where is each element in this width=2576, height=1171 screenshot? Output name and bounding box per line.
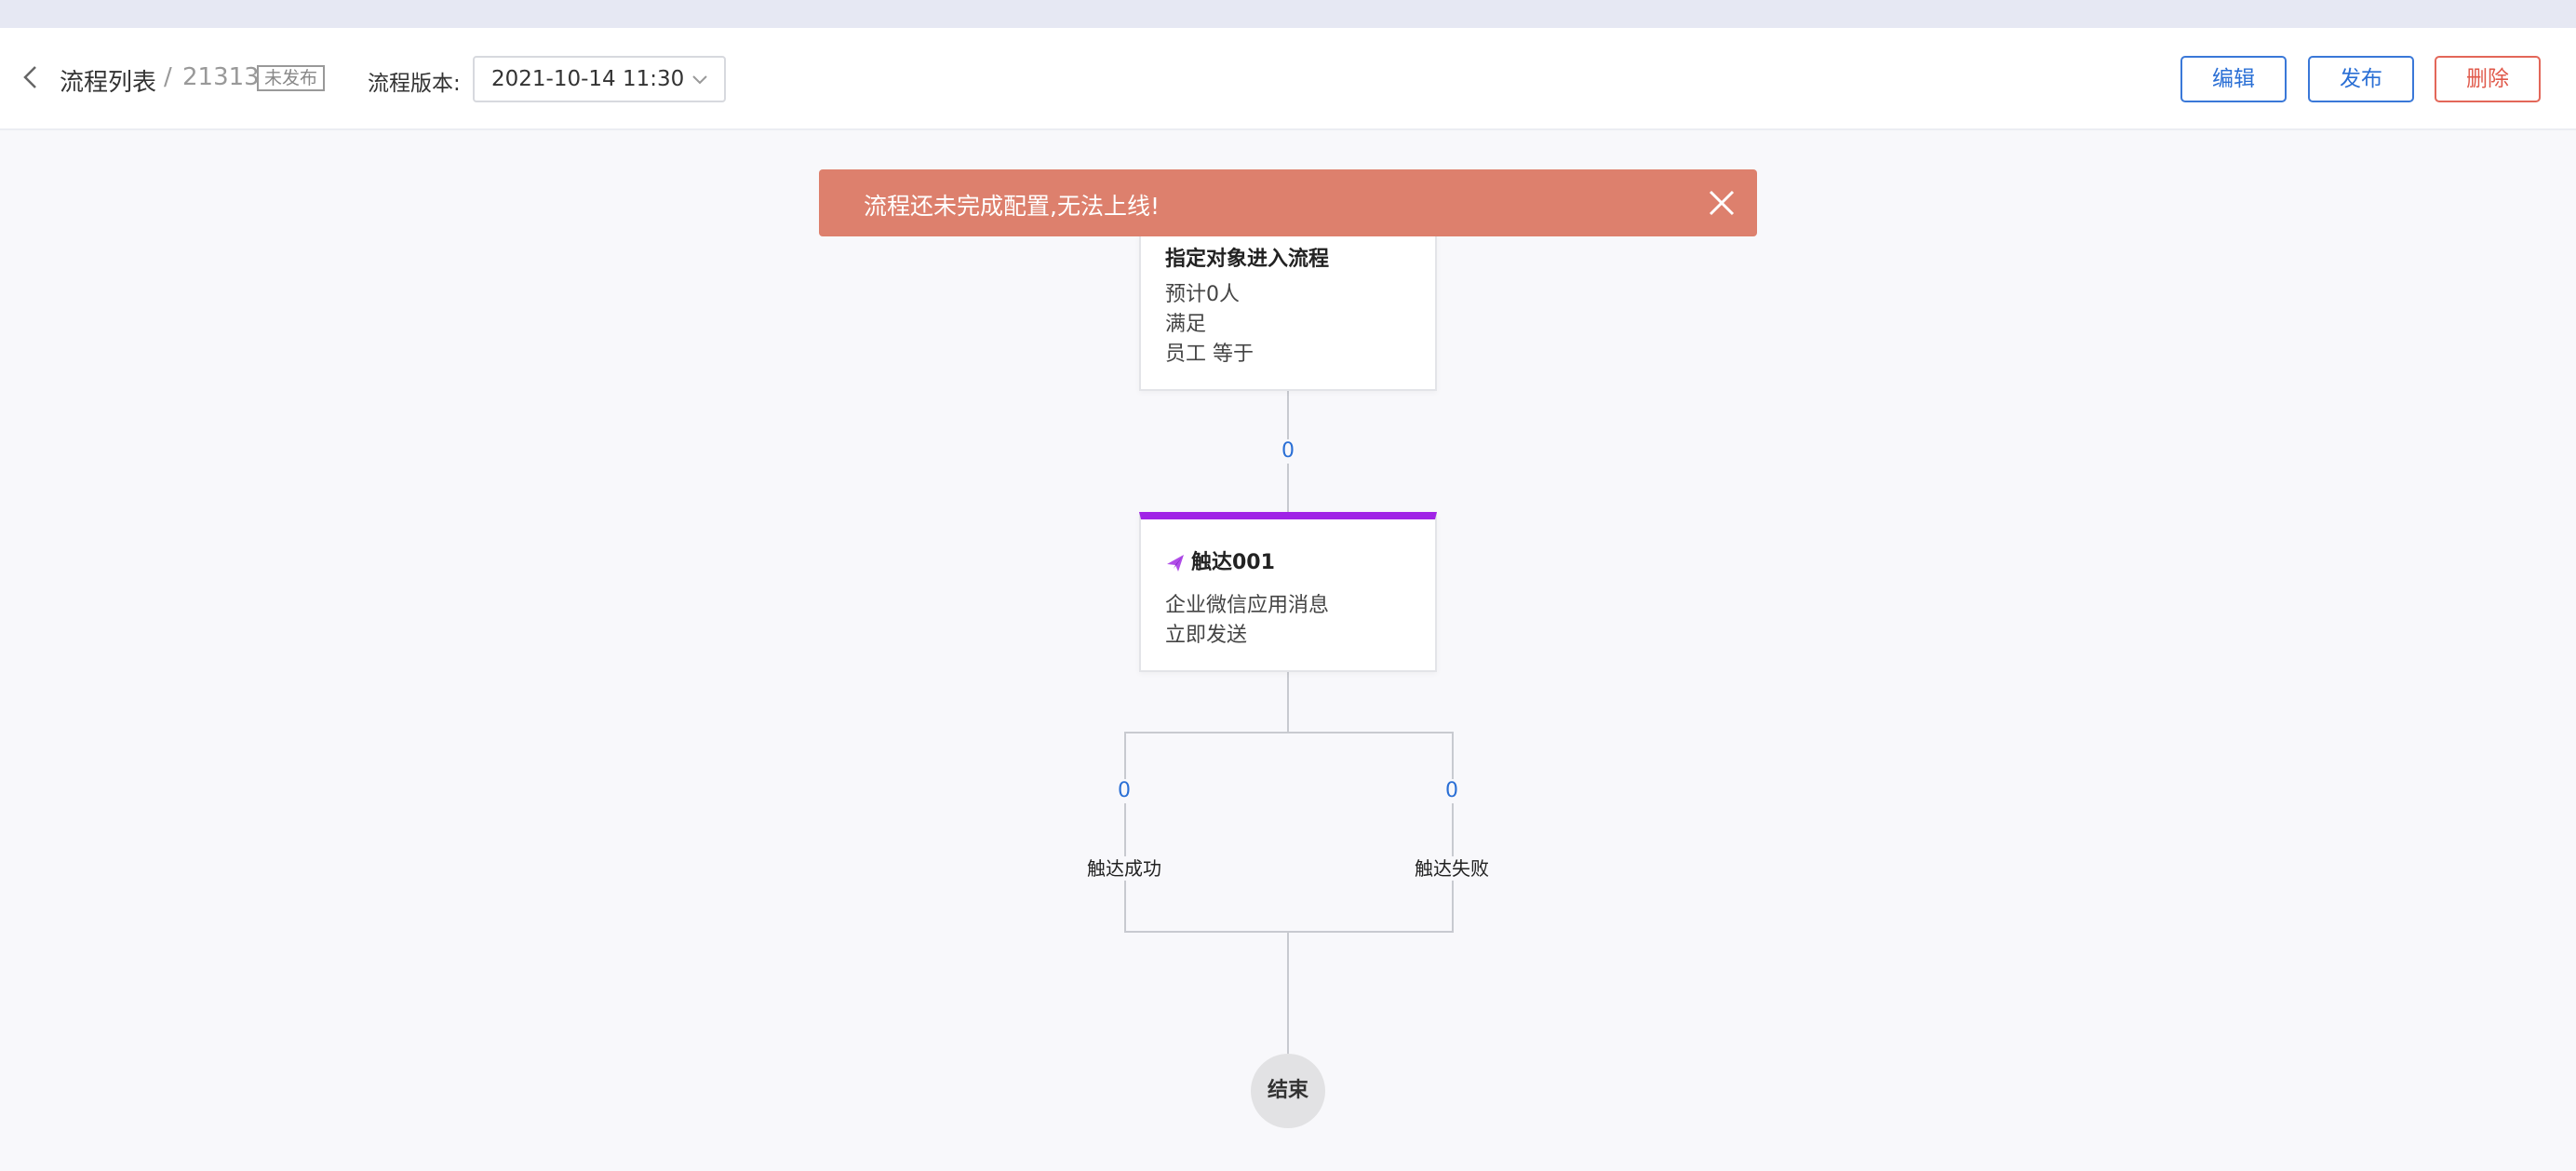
connector-join-end [1287, 931, 1289, 1054]
connector-join-horizontal [1124, 931, 1454, 933]
version-label: 流程版本: [368, 72, 461, 96]
version-select-value: 2021-10-14 11:30 [491, 67, 685, 91]
connector-reach-split [1287, 672, 1289, 734]
connector-branch-left [1124, 732, 1126, 933]
send-icon [1165, 553, 1186, 573]
edit-button[interactable]: 编辑 [2180, 56, 2287, 102]
top-strip [0, 0, 2576, 28]
page-header: 流程列表 / 21313 未发布 流程版本: 2021-10-14 11:30 … [0, 28, 2576, 130]
version-select[interactable]: 2021-10-14 11:30 [473, 56, 726, 102]
branch-success-label: 触达成功 [1068, 856, 1180, 881]
reach-node-line: 企业微信应用消息 [1165, 594, 1330, 617]
entry-node-line: 满足 [1165, 313, 1207, 336]
error-alert: 流程还未完成配置,无法上线! [819, 169, 1757, 236]
alert-message: 流程还未完成配置,无法上线! [864, 193, 1160, 220]
delete-button[interactable]: 删除 [2435, 56, 2541, 102]
reach-node-line: 立即发送 [1165, 624, 1248, 647]
connector-branch-right [1452, 732, 1454, 933]
status-badge: 未发布 [257, 65, 326, 91]
chevron-down-icon [691, 71, 709, 89]
entry-node-line: 预计0人 [1165, 283, 1240, 306]
publish-button[interactable]: 发布 [2308, 56, 2414, 102]
entry-node[interactable]: 指定对象进入流程 预计0人 满足 员工 等于 [1139, 235, 1437, 391]
entry-count[interactable]: 0 [1269, 439, 1307, 464]
close-icon[interactable] [1707, 188, 1737, 218]
reach-node-title: 触达001 [1191, 551, 1275, 574]
connector-split-horizontal [1124, 732, 1454, 734]
entry-node-title: 指定对象进入流程 [1165, 248, 1330, 271]
branch-success-count[interactable]: 0 [1106, 779, 1143, 803]
chevron-left-icon[interactable] [19, 63, 43, 91]
flow-id: 21313 [182, 63, 260, 91]
reach-node[interactable]: 触达001 企业微信应用消息 立即发送 [1139, 512, 1437, 672]
entry-node-line: 员工 等于 [1165, 343, 1254, 366]
breadcrumb-separator: / [164, 63, 172, 91]
branch-failure-label: 触达失败 [1396, 856, 1508, 881]
branch-failure-count[interactable]: 0 [1433, 779, 1470, 803]
end-node: 结束 [1251, 1054, 1325, 1128]
breadcrumb-flow-list[interactable]: 流程列表 [60, 69, 157, 97]
